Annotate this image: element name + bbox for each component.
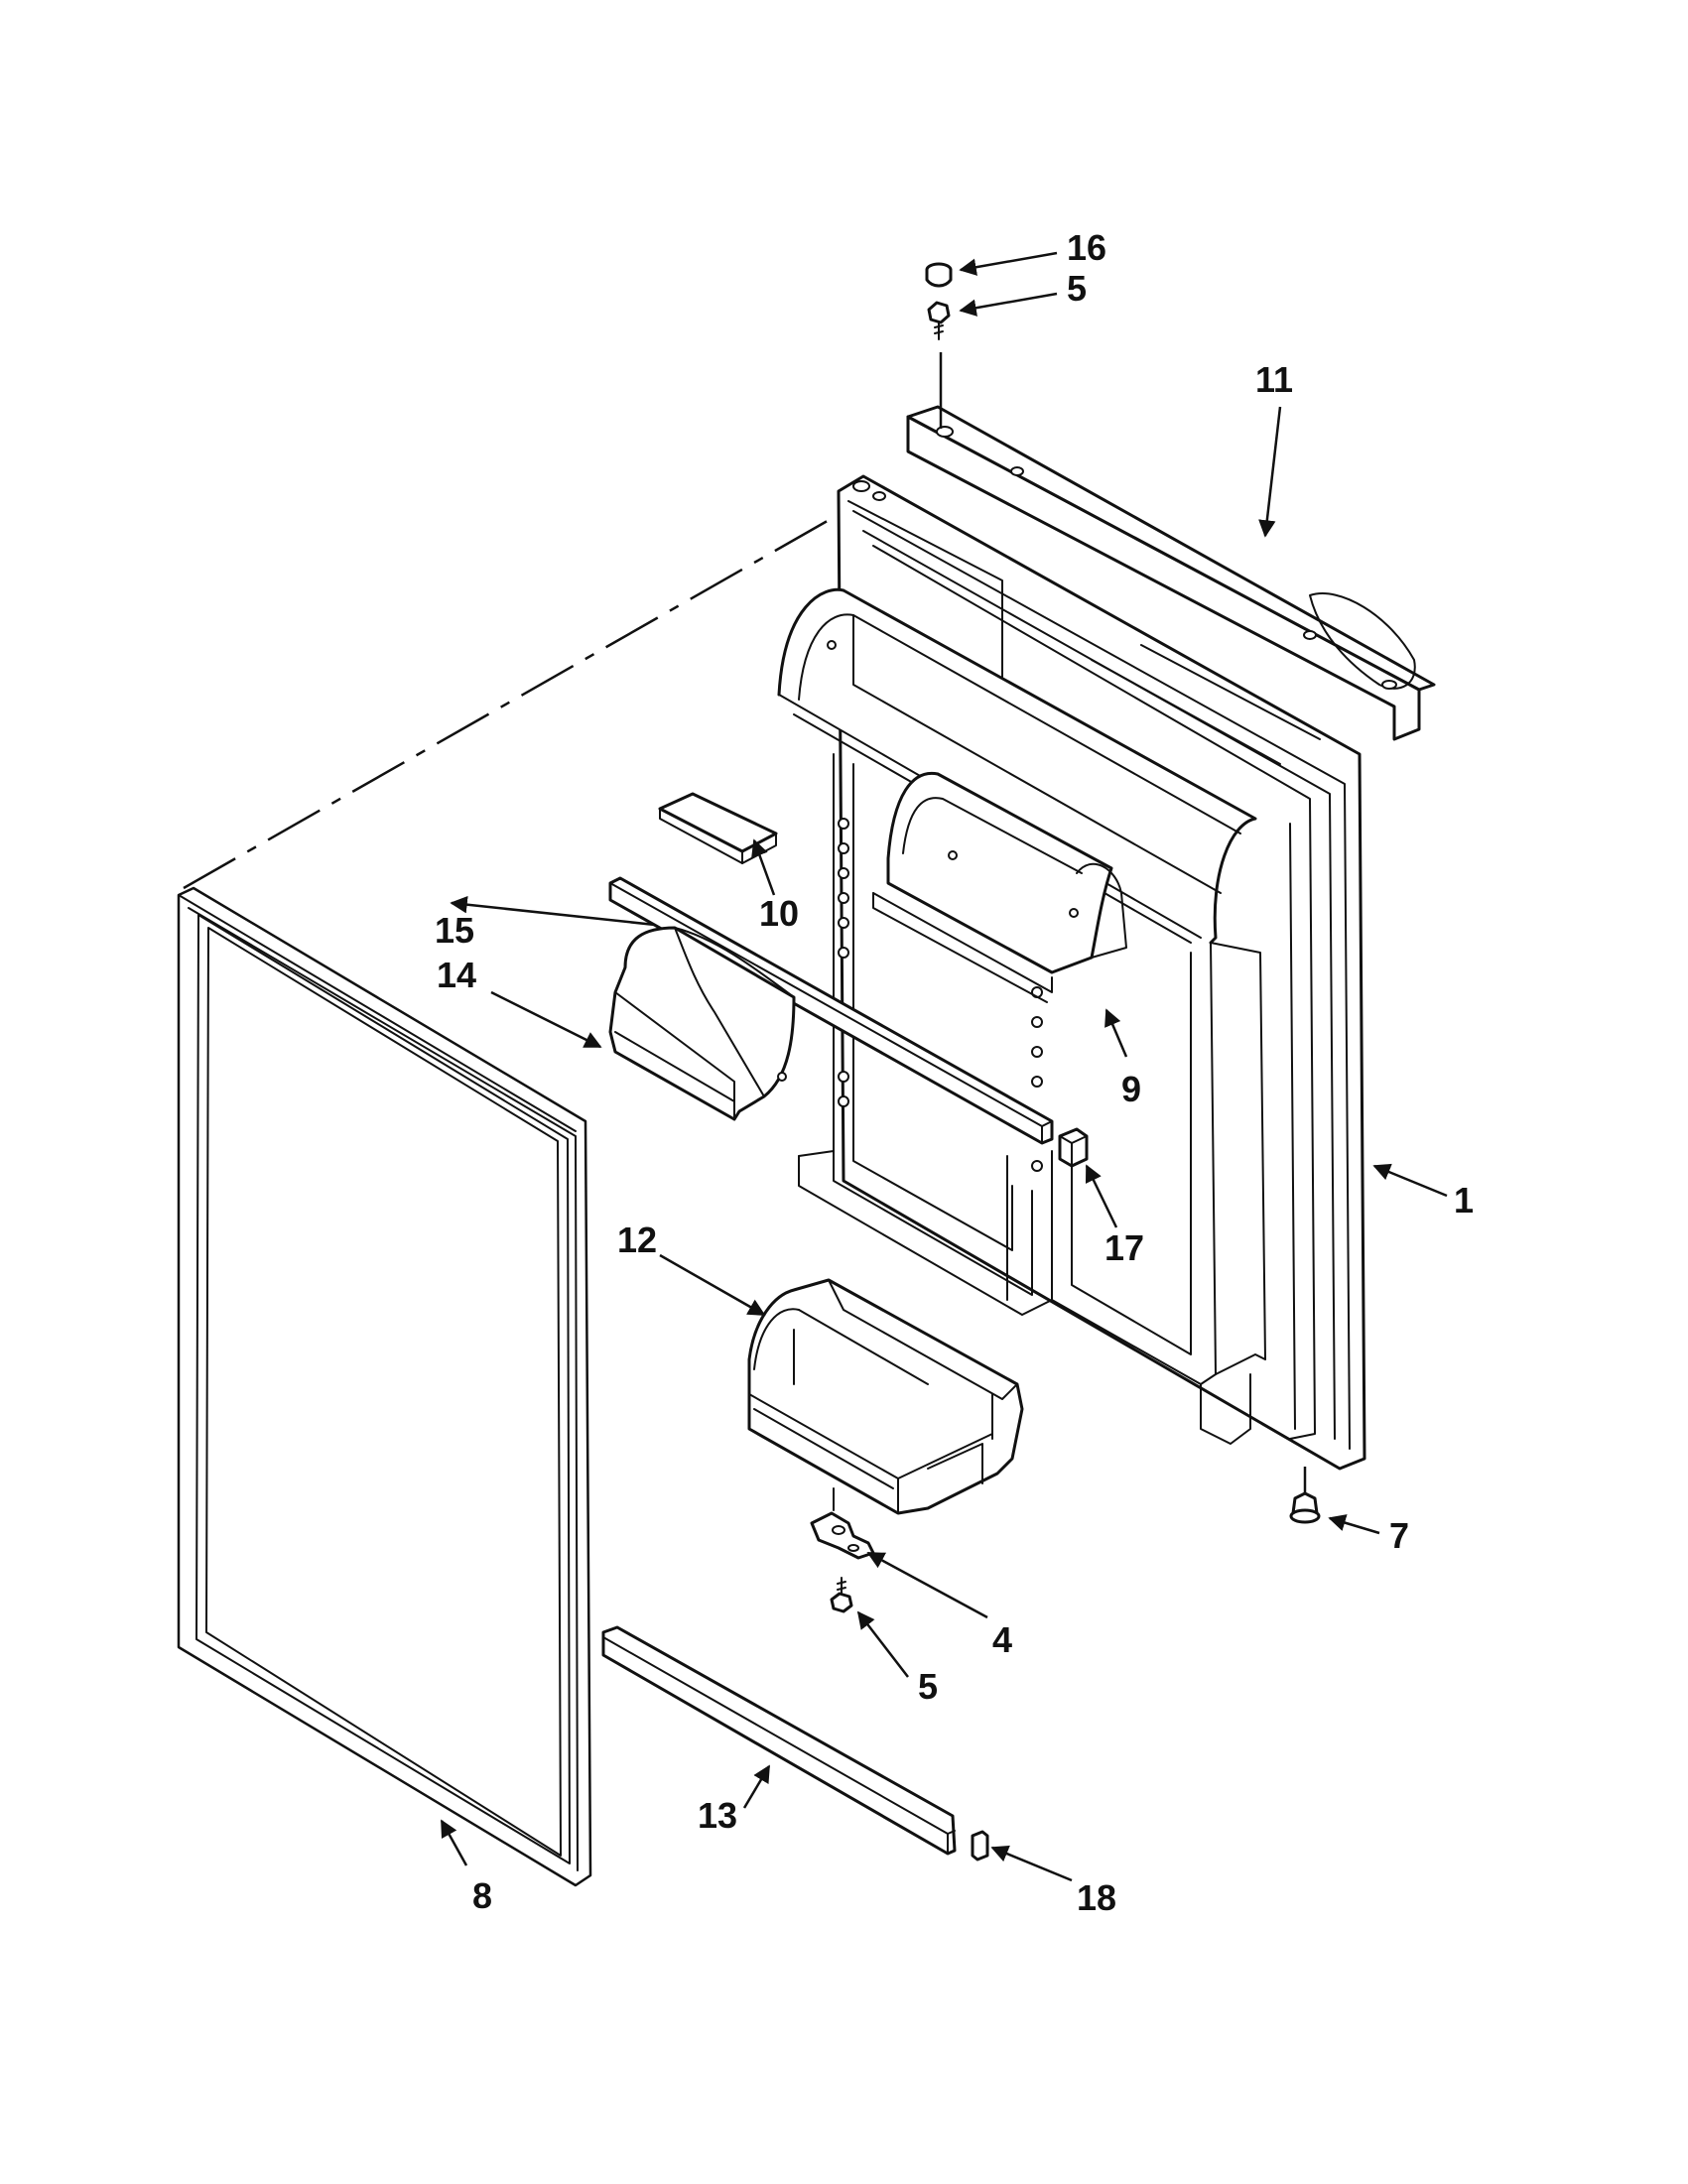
callout-labels: 16 5 11 1 15 14 10 9 17 12 7 4 5 13 8 18 [435, 227, 1474, 1918]
hinge-screw-bottom [830, 1577, 853, 1613]
large-door-bin [747, 1278, 1024, 1515]
hinge-screw-top [927, 301, 951, 429]
callout-16: 16 [1067, 227, 1106, 268]
leader-arrows [440, 251, 1448, 1882]
hinge-bushing [1289, 1467, 1321, 1524]
shelf-retainer-bar [608, 876, 1054, 1145]
callout-1: 1 [1454, 1180, 1474, 1220]
small-dairy-cover [658, 792, 778, 864]
dairy-bin [608, 926, 796, 1121]
callout-17: 17 [1104, 1227, 1144, 1268]
callout-11: 11 [1255, 359, 1293, 400]
retainer-clip [1058, 1127, 1089, 1168]
small-door-bin [872, 771, 1127, 1003]
upper-door-bin [777, 587, 1257, 945]
callout-15: 15 [435, 910, 474, 951]
callout-5-top: 5 [1067, 268, 1087, 309]
callout-13: 13 [698, 1795, 737, 1836]
callout-18: 18 [1077, 1877, 1116, 1918]
callout-4: 4 [992, 1619, 1012, 1660]
callout-14: 14 [437, 955, 476, 995]
callout-9: 9 [1121, 1069, 1141, 1109]
callout-7: 7 [1389, 1515, 1409, 1556]
callout-12: 12 [617, 1220, 657, 1260]
callout-10: 10 [759, 893, 799, 934]
bottom-trim [601, 1625, 957, 1856]
callout-5-bottom: 5 [918, 1666, 938, 1707]
top-hinge-cover [906, 405, 1436, 741]
trim-end-cap [971, 1830, 989, 1862]
callout-8: 8 [472, 1875, 492, 1916]
door-gasket [177, 886, 592, 1887]
cap-plug [925, 262, 953, 288]
bottom-hinge [810, 1487, 875, 1560]
